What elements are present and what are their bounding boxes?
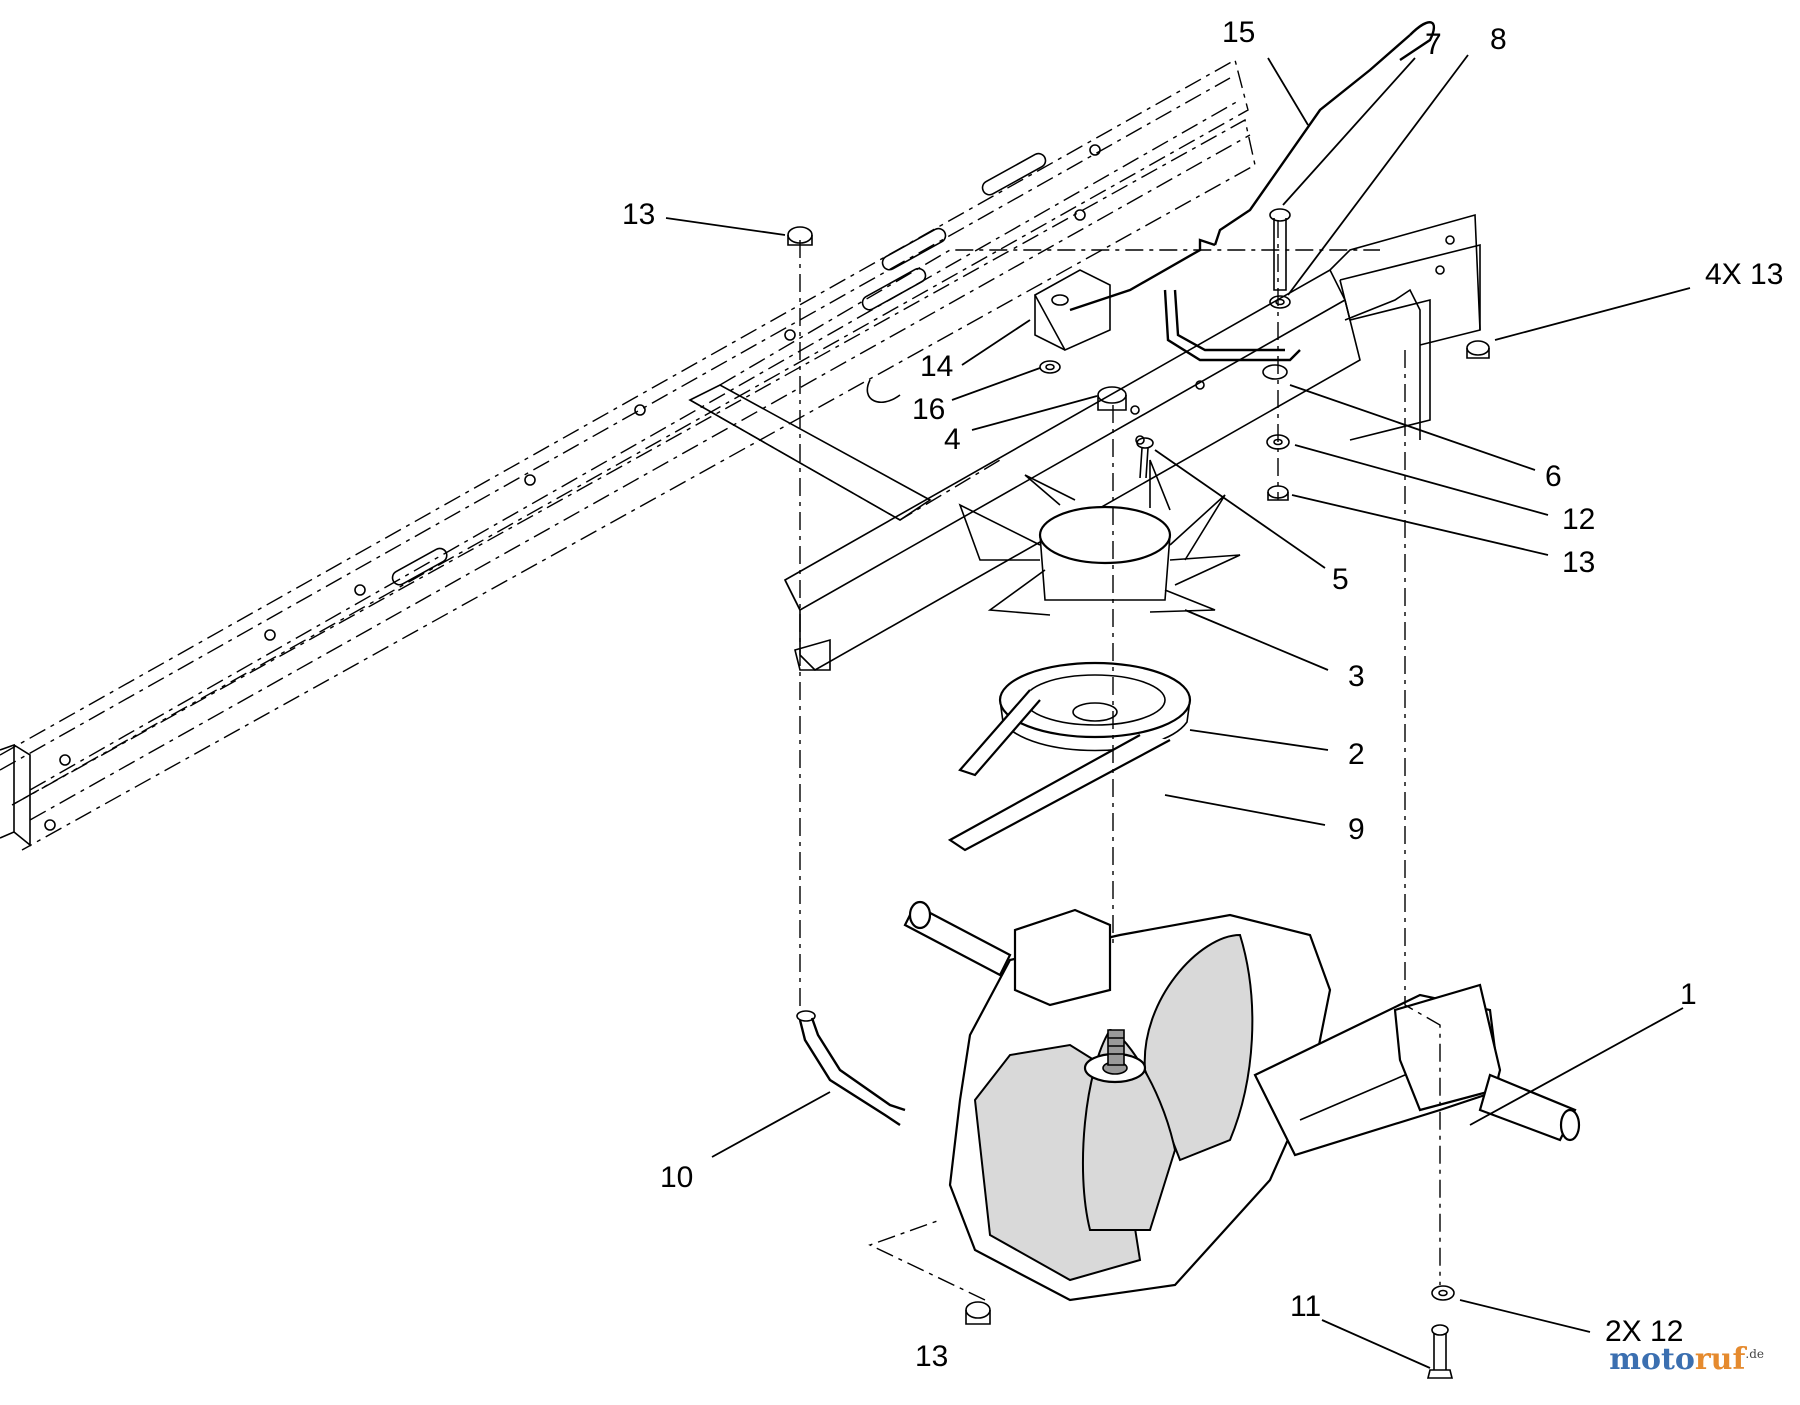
part-10-rod [796, 1010, 906, 1126]
callout-5: 5 [1332, 563, 1349, 596]
leader-lines [665, 54, 1691, 1369]
callout-2: 2 [1348, 738, 1365, 771]
watermark-suffix: .de [1745, 1347, 1764, 1361]
callout-1: 1 [1680, 978, 1697, 1011]
callout-7: 7 [1425, 28, 1442, 61]
part-9-belt [947, 689, 1171, 852]
callout-14: 14 [920, 350, 954, 383]
callout-13-right: 13 [1562, 546, 1596, 579]
callout-3: 3 [1348, 660, 1365, 693]
frame-rail [0, 58, 1256, 851]
cross-member [688, 249, 1380, 521]
callout-2x12: 2X 12 [1605, 1315, 1684, 1348]
callout-4x13: 4X 13 [1705, 258, 1784, 291]
callout-8: 8 [1490, 23, 1507, 56]
center-lines [799, 220, 1441, 1301]
callout-9: 9 [1348, 813, 1365, 846]
part-14-bracket [866, 269, 1111, 404]
callout-15: 15 [1222, 16, 1256, 49]
part-6-lever [1163, 289, 1301, 380]
callout-10: 10 [660, 1161, 694, 1194]
watermark-logo: motoruf.de [1609, 1342, 1764, 1377]
part-1-transaxle [903, 900, 1581, 1302]
watermark-part1: moto [1609, 1342, 1695, 1377]
part-3-fan [958, 459, 1241, 616]
lower-hardware [965, 1285, 1455, 1379]
callout-6: 6 [1545, 460, 1562, 493]
callout-4: 4 [944, 423, 961, 456]
callout-13-bottom: 13 [915, 1340, 949, 1373]
callout-11: 11 [1290, 1290, 1322, 1323]
callout-16: 16 [912, 393, 946, 426]
callout-12: 12 [1562, 503, 1596, 536]
callout-13-top-left: 13 [622, 198, 656, 231]
watermark-part2: ruf [1694, 1342, 1746, 1377]
